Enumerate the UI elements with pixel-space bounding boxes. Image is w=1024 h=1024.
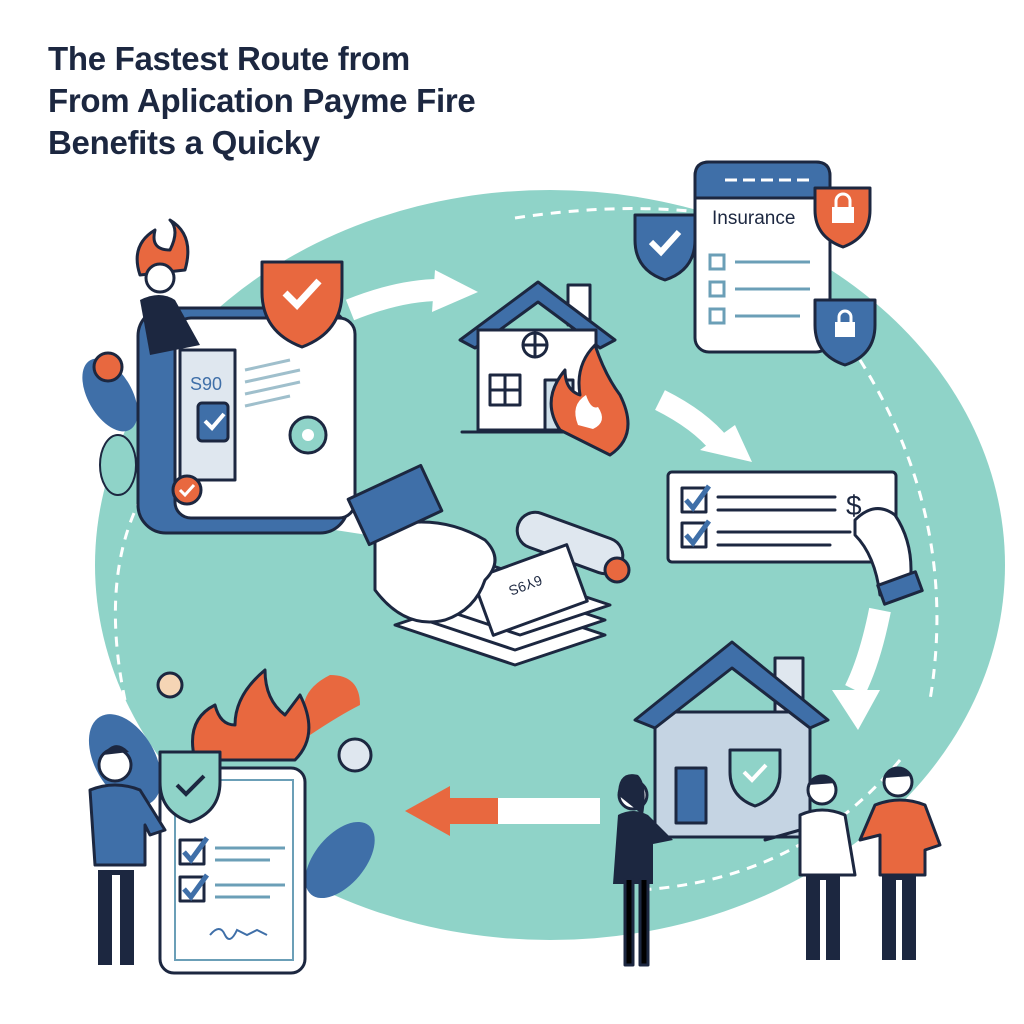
tablet-application: S90 <box>82 218 357 535</box>
shield-check-icon <box>158 750 222 824</box>
person-man-orange-shirt <box>858 766 942 960</box>
insurance-document: Insurance <box>633 160 877 367</box>
coin-icon <box>156 671 184 699</box>
arrow-down-to-home <box>832 607 891 730</box>
tablet-amount: S90 <box>190 374 222 394</box>
arrow-to-house <box>345 270 478 321</box>
arrow-back-to-documents <box>405 786 600 836</box>
person-woman <box>613 774 673 967</box>
title-line-2: From Aplication Payme Fire <box>48 82 476 119</box>
fire-icon <box>549 343 630 457</box>
person-man-left <box>88 745 167 965</box>
approved-claim-documents <box>88 668 375 975</box>
fire-icon <box>191 668 311 762</box>
hand-signing-receipt: 6Y9S <box>346 463 631 667</box>
payment-check: $ <box>666 470 924 606</box>
house-on-fire <box>458 280 630 457</box>
infographic-title: The Fastest Route from From Aplication P… <box>48 38 476 164</box>
title-line-1: The Fastest Route from <box>48 40 410 77</box>
dollar-sign: $ <box>846 490 862 521</box>
hand-holding-check <box>853 507 913 597</box>
person-with-fire <box>92 218 200 383</box>
coin-icon <box>337 737 373 773</box>
insurance-label: Insurance <box>712 208 795 229</box>
arrow-to-check <box>654 390 752 462</box>
person-man-white-shirt <box>763 774 857 960</box>
title-line-3: Benefits a Quicky <box>48 124 320 161</box>
dashed-route-path <box>113 207 939 892</box>
restored-home <box>613 640 942 967</box>
